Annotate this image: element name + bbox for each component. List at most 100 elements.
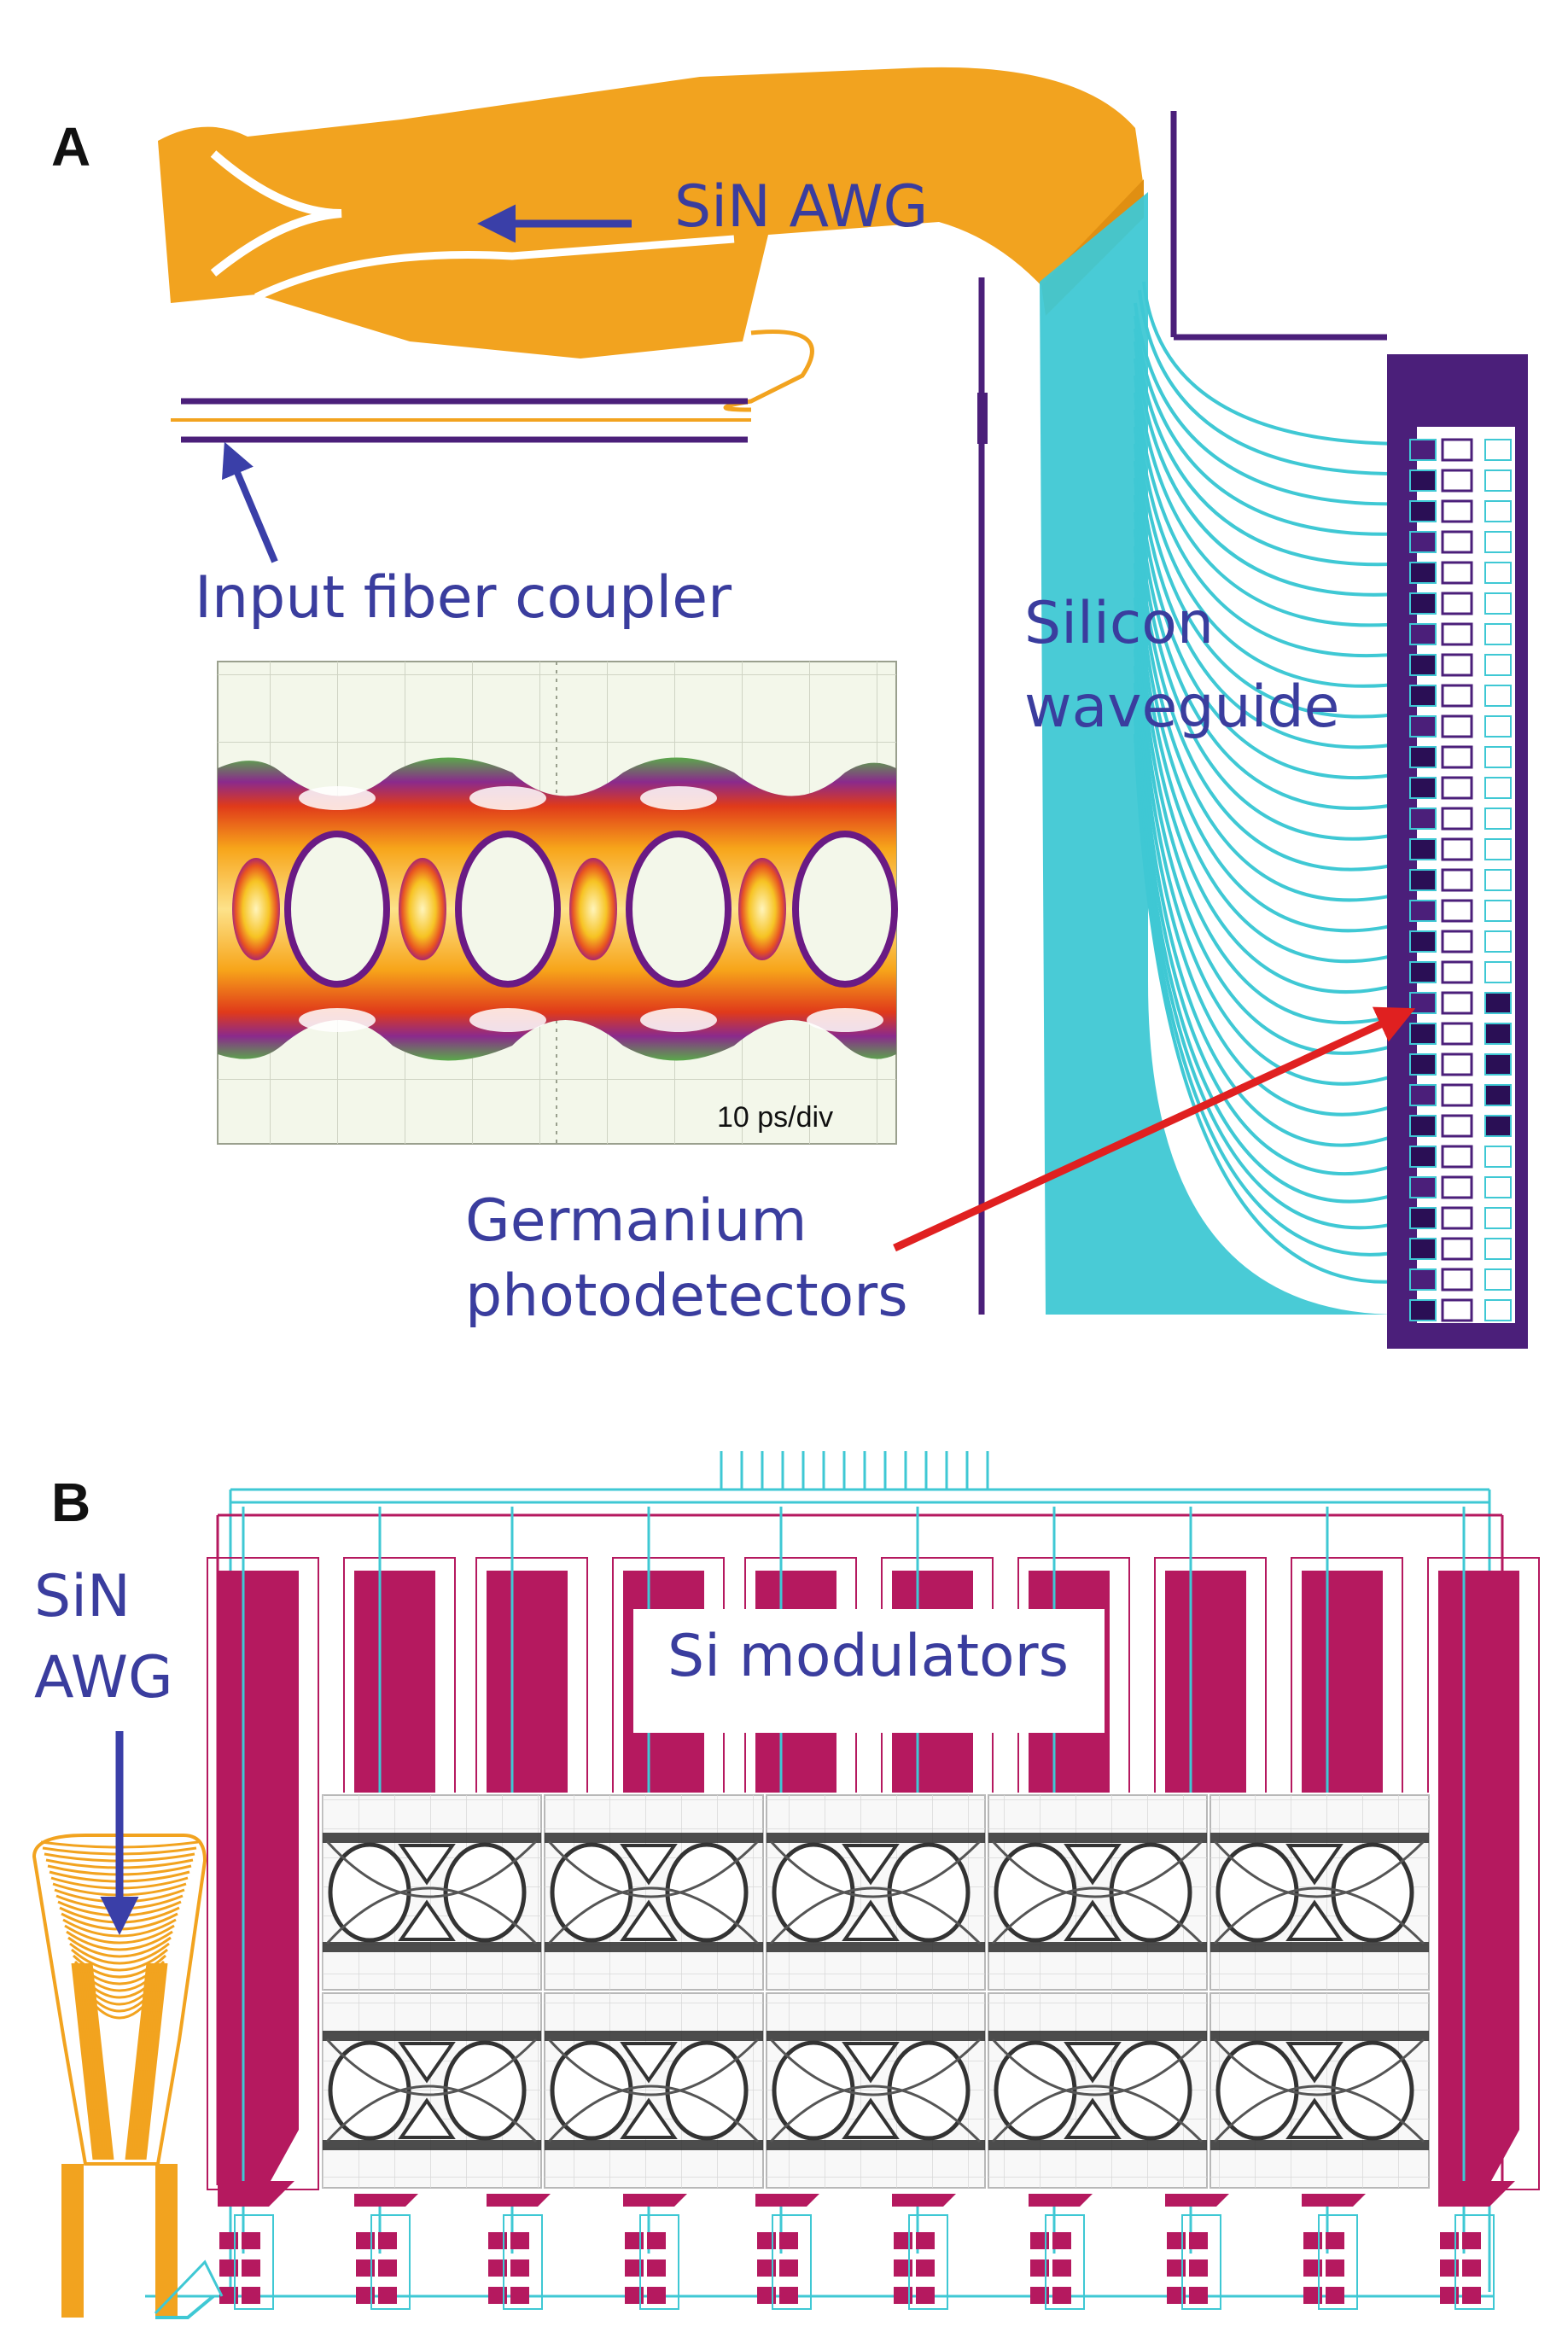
grey-eye-opening — [1215, 2040, 1299, 2141]
awg-arm — [138, 1962, 163, 2160]
modulator-contact — [510, 2232, 529, 2249]
modulator-contact — [894, 2232, 912, 2249]
awg-waveguide — [62, 1918, 177, 1938]
grey-eye-triangle — [1064, 2042, 1122, 2084]
photodetector-contact — [1484, 1268, 1512, 1291]
photodetector-cell — [1409, 1207, 1437, 1229]
eye-grid-b — [320, 1793, 1438, 2194]
photodetector-cell — [1409, 961, 1437, 983]
modulator-contact — [1052, 2287, 1071, 2304]
photodetector-contact — [1484, 531, 1512, 553]
awg-arm — [83, 1962, 108, 2160]
modulator-contact — [219, 2232, 238, 2249]
modulator-contact — [378, 2232, 397, 2249]
modulator-contact — [219, 2259, 238, 2277]
grey-eye-trace — [1213, 2085, 1425, 2143]
grey-eye-tile — [988, 1794, 1208, 1991]
grey-eye-trace — [769, 2085, 982, 2143]
modulator-contact — [916, 2232, 935, 2249]
panel-b — [32, 1451, 1540, 2319]
modulator-contact — [779, 2287, 798, 2304]
photodetector-contact — [1484, 992, 1512, 1014]
photodetector-pad — [1441, 1022, 1473, 1046]
photodetector-cell — [1409, 654, 1437, 676]
grey-eye-triangle — [620, 1899, 678, 1941]
photodetector-cell — [1409, 1238, 1437, 1260]
photodetector-cell — [1409, 531, 1437, 553]
photodetector-pad — [1441, 1206, 1473, 1230]
modulator-contact — [488, 2287, 507, 2304]
modulator-contact — [1030, 2232, 1049, 2249]
grey-eye-trace — [547, 2085, 760, 2143]
photodetector-contact — [1484, 808, 1512, 830]
modulator-contact — [757, 2232, 776, 2249]
awg-arm — [71, 1962, 96, 2160]
modulator-contact — [356, 2287, 375, 2304]
photodetector-pad — [1441, 530, 1473, 554]
photodetector-cell — [1409, 1023, 1437, 1045]
grey-eye-triangle — [1285, 1844, 1344, 1886]
grey-eye-top-rail — [545, 1833, 763, 1843]
modulator-arm-taper — [271, 1571, 299, 2181]
photodetector-contact — [1484, 1207, 1512, 1229]
grey-eye-trace — [769, 1840, 982, 1898]
awg-arm — [130, 1962, 154, 2160]
modulator-contact — [894, 2259, 912, 2277]
modulator-contact — [1030, 2287, 1049, 2304]
sin-awg-label-a: SiN AWG — [674, 173, 929, 241]
modulator-contact-frame — [370, 2214, 411, 2310]
grey-eye-triangle — [1064, 1899, 1122, 1941]
grey-eye-top-rail — [767, 2031, 985, 2041]
grey-eye-triangle — [1064, 1844, 1122, 1886]
modulator-contact — [1303, 2232, 1322, 2249]
si-modulators-label-bg — [633, 1609, 1105, 1733]
grey-eye-opening — [1215, 1842, 1299, 1943]
grey-eye-triangle — [1285, 1899, 1344, 1941]
grey-eye-trace — [1213, 1886, 1425, 1945]
photodetector-contact — [1484, 439, 1512, 461]
photodetector-pad — [1441, 622, 1473, 646]
modulator-contact-frame — [639, 2214, 679, 2310]
grey-eye-top-rail — [988, 2031, 1207, 2041]
awg-arm — [79, 1962, 104, 2160]
awg-arm — [137, 1962, 161, 2160]
grey-eye-trace — [547, 2038, 760, 2096]
modulator-arm-taper — [1491, 1571, 1519, 2181]
awg-arm — [125, 1962, 149, 2160]
silicon-waveguide-label-line1: Silicon — [1024, 590, 1214, 657]
photodetector-cell — [1409, 685, 1437, 707]
modulator-contact — [1440, 2259, 1459, 2277]
sin-awg-label-b-line2: AWG — [34, 1644, 173, 1711]
photodetector-cell — [1409, 838, 1437, 860]
photodetector-pad — [1441, 714, 1473, 738]
modulator-contact — [510, 2287, 529, 2304]
modulator-contact — [1189, 2287, 1208, 2304]
awg-arm — [76, 1962, 101, 2160]
grey-eye-bottom-rail — [545, 2140, 763, 2150]
grey-eye-triangle — [620, 1844, 678, 1886]
photodetector-contact — [1484, 500, 1512, 522]
grey-eye-trace — [325, 1840, 538, 1898]
modulator-contact — [1462, 2232, 1481, 2249]
sin-awg-structure-b — [32, 1834, 224, 2319]
photodetector-pad — [1441, 899, 1473, 923]
modulator-contact — [1440, 2287, 1459, 2304]
grey-eye-top-rail — [988, 1833, 1207, 1843]
grey-eye-trace — [325, 1886, 538, 1945]
grey-eye-triangle — [1064, 2097, 1122, 2139]
awg-arm — [78, 1962, 102, 2160]
panel-letter-b: B — [51, 1472, 91, 1533]
photodetector-pad — [1441, 653, 1473, 677]
photodetector-cell — [1409, 992, 1437, 1014]
modulator-contact — [1167, 2259, 1186, 2277]
modulator-contact — [1326, 2259, 1344, 2277]
grey-eye-triangle — [620, 2097, 678, 2139]
grey-eye-triangle — [398, 1899, 456, 1941]
photodetector-pad — [1441, 930, 1473, 953]
grey-eye-triangle — [398, 1844, 456, 1886]
grey-eye-trace — [1213, 1840, 1425, 1898]
sin-awg-structure-a — [158, 67, 1144, 422]
photodetector-pad — [1441, 1052, 1473, 1076]
photodetector-contact — [1484, 1176, 1512, 1198]
